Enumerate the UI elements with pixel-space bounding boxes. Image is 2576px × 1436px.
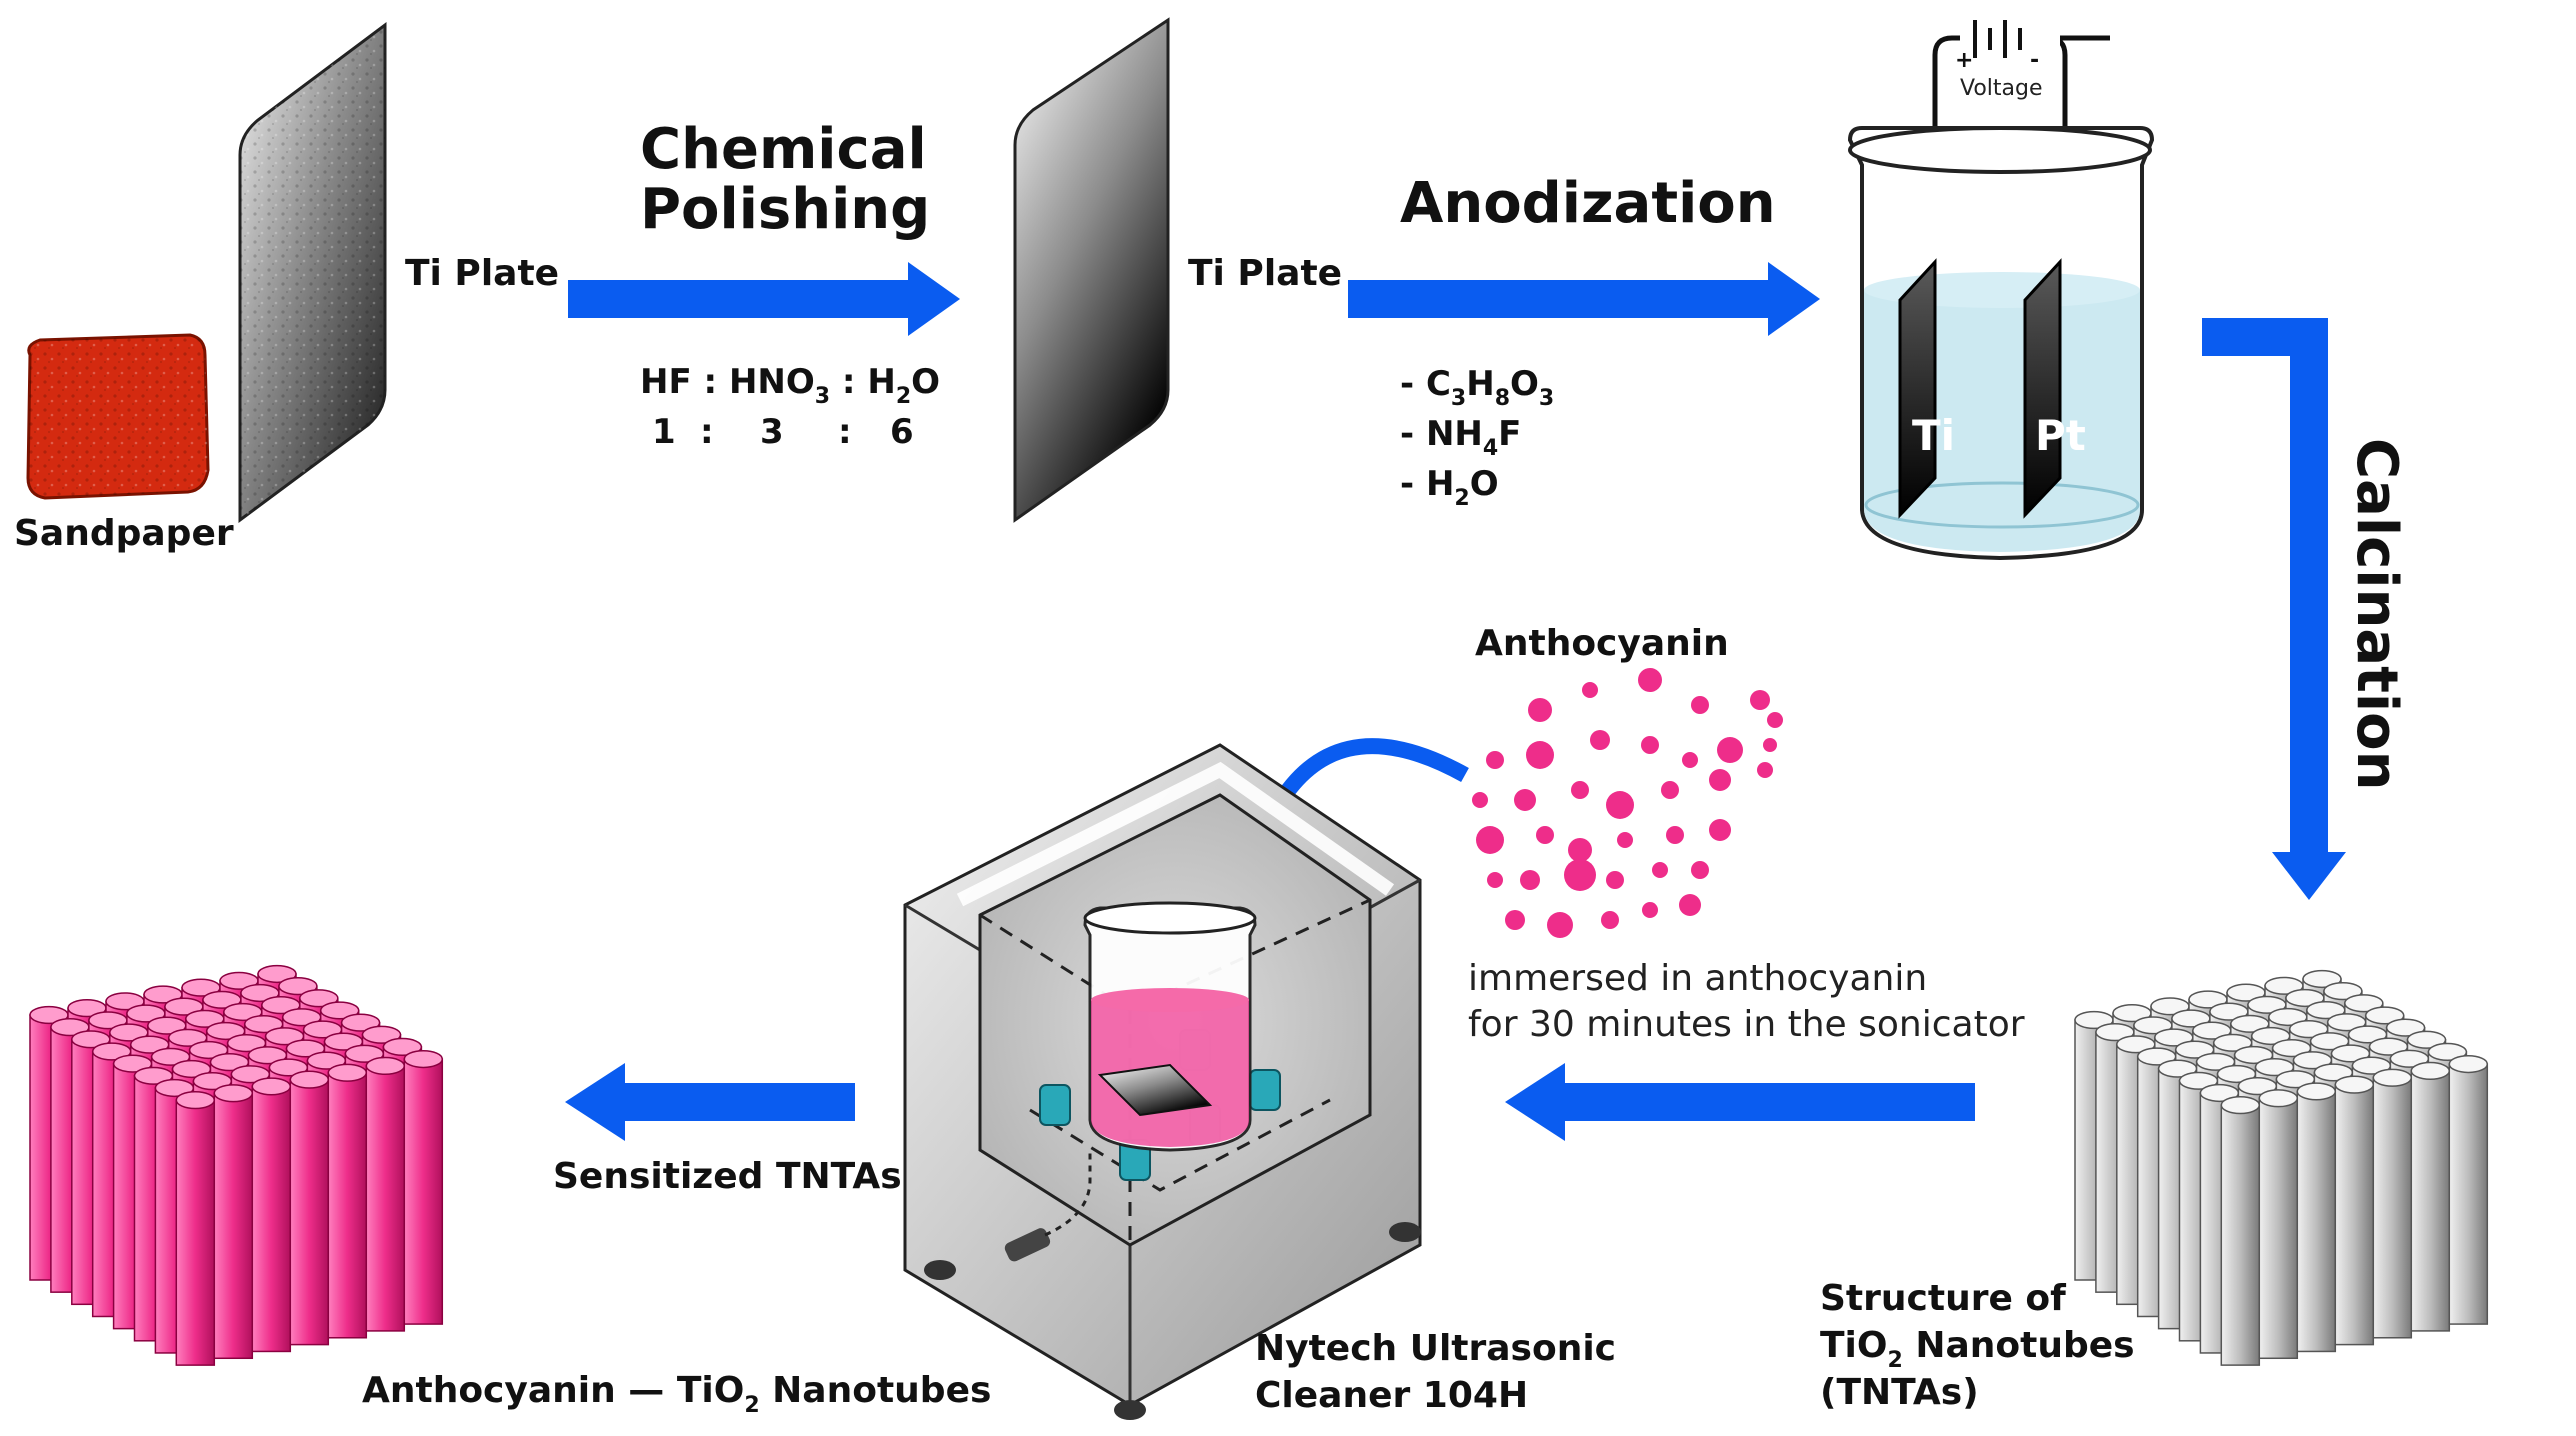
anthocyanin-particle <box>1606 871 1624 889</box>
anthocyanin-particle <box>1505 910 1525 930</box>
anthocyanin-particle <box>1601 911 1619 929</box>
anthocyanin-particle <box>1679 894 1701 916</box>
nanotube <box>2448 1054 2489 1325</box>
tntas-caption-line-1: Structure of <box>1820 1278 2066 1319</box>
nanotube <box>175 1091 216 1366</box>
anthocyanin-particle <box>1691 696 1709 714</box>
anthocyanin-particle <box>1642 902 1658 918</box>
nanotube <box>213 1084 254 1360</box>
nanotube <box>289 1070 330 1346</box>
anthocyanin-particle <box>1520 870 1540 890</box>
nanotube <box>2258 1089 2299 1360</box>
ratio-colon-1: : <box>700 412 714 452</box>
anthocyanin-particle <box>1564 859 1596 891</box>
pt-electrode-label: Pt <box>2035 411 2086 460</box>
anodization-title: Anodization <box>1400 171 1776 236</box>
anthocyanin-particle <box>1763 738 1777 752</box>
anthocyanin-particle <box>1717 737 1743 763</box>
nanotube <box>2372 1068 2413 1339</box>
ratio-value-hf: 1 <box>652 412 676 452</box>
ratio-value-hno3: 3 <box>760 412 784 452</box>
electrolyte-nh4f: - NH4F <box>1400 414 1521 461</box>
nanotube <box>403 1049 444 1325</box>
anthocyanin-label: Anthocyanin <box>1475 623 1729 664</box>
arrow-to-sonicator <box>1505 1063 1975 1141</box>
anthocyanin-particle <box>1571 781 1589 799</box>
electrolyte-glycerol: - C3H8O3 <box>1400 364 1554 411</box>
anthocyanin-particle <box>1514 789 1536 811</box>
ultrasonic-cleaner <box>903 743 1422 1420</box>
anthocyanin-particle <box>1709 769 1731 791</box>
anthocyanin-particle <box>1682 752 1698 768</box>
sonicator-caption-line-1: Nytech Ultrasonic <box>1255 1328 1616 1369</box>
anthocyanin-particle <box>1486 751 1504 769</box>
nanotube <box>2296 1082 2337 1353</box>
anthocyanin-particle <box>1641 736 1659 754</box>
anthocyanin-particle <box>1476 826 1504 854</box>
chemical-polishing-title-1: Chemical <box>640 117 927 182</box>
anthocyanin-particle <box>1691 861 1709 879</box>
anthocyanin-particle <box>1536 826 1554 844</box>
final-product-label: Anthocyanin — TiO2 Nanotubes <box>362 1370 991 1418</box>
anthocyanin-particle <box>1661 781 1679 799</box>
anodization-cell: + - Voltage Ti Pt <box>1847 20 2155 561</box>
anthocyanin-particle <box>1590 730 1610 750</box>
electrolyte-water: - H2O <box>1400 464 1499 511</box>
sandpaper-image <box>26 333 210 500</box>
tntas-caption-line-3: (TNTAs) <box>1820 1372 1979 1413</box>
calcination-label: Calcination <box>2344 438 2409 790</box>
polished-ti-plate <box>1013 17 1170 523</box>
sensitized-pink-nanotube-array <box>29 964 444 1366</box>
sonicator-caption-line-2: Cleaner 104H <box>1255 1375 1528 1416</box>
anthocyanin-particle <box>1606 791 1634 819</box>
anthocyanin-particle <box>1528 698 1552 722</box>
ti-plate-label-1: Ti Plate <box>405 253 559 294</box>
sensitized-tntas-label: Sensitized TNTAs <box>553 1156 902 1197</box>
battery-minus-sign: - <box>2030 48 2039 73</box>
arrow-to-sensitized <box>565 1063 855 1141</box>
voltage-label: Voltage <box>1960 76 2043 101</box>
sandpaper-label: Sandpaper <box>14 513 234 554</box>
nanotube <box>2220 1096 2261 1366</box>
tntas-caption-line-2: TiO2 Nanotubes <box>1820 1325 2135 1373</box>
anthocyanin-particle <box>1652 862 1668 878</box>
arrow-polishing <box>568 262 960 336</box>
anthocyanin-particle <box>1568 838 1592 862</box>
anthocyanin-particle <box>1526 741 1554 769</box>
anthocyanin-particle <box>1547 912 1573 938</box>
chemical-polishing-title-2: Polishing <box>640 177 930 242</box>
nanotube <box>2410 1061 2451 1332</box>
anthocyanin-particle <box>1582 682 1598 698</box>
nanotube <box>327 1063 368 1339</box>
nanotube <box>365 1056 406 1332</box>
arrow-calcination <box>2202 318 2346 900</box>
ratio-value-h2o: 6 <box>890 412 914 452</box>
anthocyanin-particle <box>1750 690 1770 710</box>
ratio-colon-2: : <box>838 412 852 452</box>
battery-icon <box>1960 20 2060 58</box>
nanotube <box>2334 1075 2375 1346</box>
nanotube <box>251 1077 292 1353</box>
anthocyanin-particle <box>1487 872 1503 888</box>
ti-electrode-label: Ti <box>1912 411 1955 460</box>
anthocyanin-particle <box>1757 762 1773 778</box>
rough-ti-plate <box>238 22 387 523</box>
ti-plate-label-2: Ti Plate <box>1188 253 1342 294</box>
immersion-note-line-1: immersed in anthocyanin <box>1468 958 1927 999</box>
anthocyanin-particle <box>1638 668 1662 692</box>
anthocyanin-particle <box>1767 712 1783 728</box>
anthocyanin-particle <box>1472 792 1488 808</box>
immersion-note-line-2: for 30 minutes in the sonicator <box>1468 1004 2025 1045</box>
anthocyanin-particle <box>1666 826 1684 844</box>
anthocyanin-particle <box>1709 819 1731 841</box>
anthocyanin-particle <box>1617 832 1633 848</box>
battery-plus-sign: + <box>1955 48 1973 73</box>
anthocyanin-particles <box>1472 668 1783 938</box>
arrow-anodization <box>1348 262 1820 336</box>
polishing-ratio-formula: HF : HNO3 : H2O <box>640 362 940 409</box>
tntas-grey-nanotube-array <box>2074 969 2489 1366</box>
